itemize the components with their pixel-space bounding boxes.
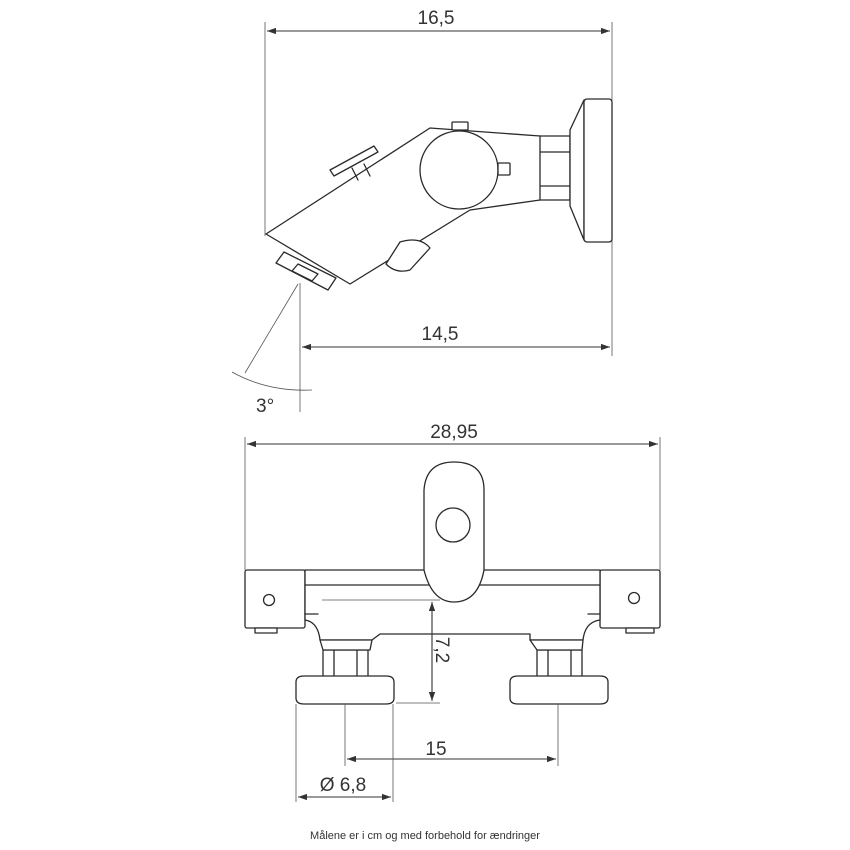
front-view: 28,95 7,2 xyxy=(244,422,661,802)
dimension-spout-reach: 14,5 xyxy=(422,324,459,345)
thermostat-knob-front xyxy=(435,507,471,543)
dimension-spout-angle: 3° xyxy=(256,396,274,417)
mixer-body-front xyxy=(304,569,601,641)
dimension-overall-width: 28,95 xyxy=(430,422,478,443)
handle-stop xyxy=(497,162,511,176)
aerator xyxy=(291,263,319,282)
dimension-overall-depth: 16,5 xyxy=(418,8,455,29)
dimension-centre-distance: 15 xyxy=(425,739,446,760)
right-wall-plate xyxy=(509,675,609,705)
bottom-outlet xyxy=(385,239,431,272)
angle-reference-line xyxy=(244,283,299,374)
left-wall-plate xyxy=(295,675,395,705)
top-knob xyxy=(451,121,469,131)
left-cap-foot xyxy=(254,627,278,634)
wall-flange-plate xyxy=(583,98,613,243)
wall-connector xyxy=(537,135,571,201)
wall-flange-cone xyxy=(569,99,585,241)
dimension-height-to-wall: 7,2 xyxy=(431,637,452,663)
right-connector-nut xyxy=(536,649,583,679)
left-connector-nut xyxy=(322,649,369,679)
right-end-cap xyxy=(599,569,661,629)
dimension-wall-plate-diameter: Ø 6,8 xyxy=(320,775,366,796)
right-cap-foot xyxy=(625,627,655,634)
side-view: 16,5 14,5 3° xyxy=(231,8,613,417)
footnote: Målene er i cm og med forbehold for ændr… xyxy=(310,830,540,842)
angle-arc xyxy=(231,371,313,391)
thermostat-handle-side xyxy=(419,130,499,210)
diverter-knob xyxy=(329,145,379,177)
